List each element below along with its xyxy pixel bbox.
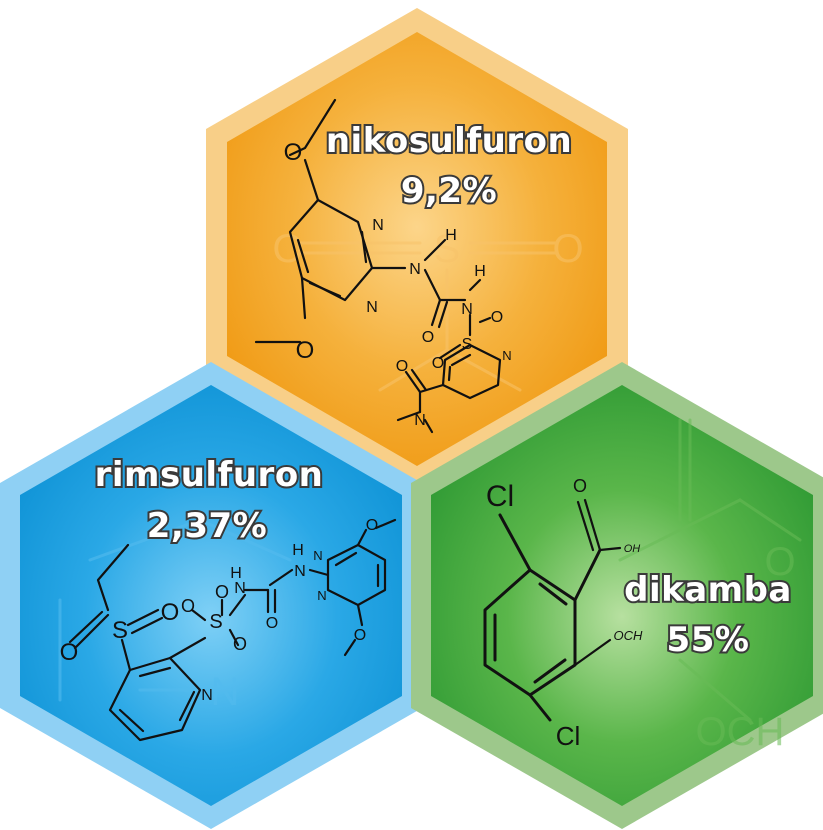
atom-h-niko-1: H: [445, 227, 457, 244]
label-dikamba-name: dikamba: [624, 570, 792, 610]
atom-n-niko-3: N: [409, 261, 421, 278]
atom-och3-dik: OCH: [614, 628, 644, 643]
molecule-nikosulfuron: O O N N N H H N O S O O N O N: [254, 98, 512, 434]
atom-o-rim-7: O: [366, 517, 378, 534]
atom-n-niko-2: N: [366, 299, 378, 316]
atom-s-rim-2: S: [209, 611, 222, 633]
atom-h-rim-1: H: [230, 565, 242, 582]
atom-n-rim-5: N: [317, 588, 326, 603]
atom-o-rim-1: O: [60, 639, 79, 666]
atom-o-rim-2: O: [161, 599, 180, 626]
atom-o-niko-4: O: [491, 309, 503, 326]
ghost-atom-o-right: O: [552, 227, 583, 271]
atom-o-niko-2: O: [296, 337, 315, 364]
molecule-rimsulfuron: O S O N O S O O H N O N H N N O O: [60, 517, 397, 742]
atom-n-rim-2: N: [234, 580, 246, 597]
atom-s-niko: S: [462, 336, 473, 353]
label-rimsulfuron-value: 2,37%: [147, 506, 267, 546]
ghost-structure-rimsulfuron: N: [58, 518, 292, 714]
label-nikosulfuron: nikosulfuron 9,2%: [324, 119, 574, 213]
ghost-atom-och-green: OCH: [696, 710, 785, 754]
ghost-structure-nikosulfuron: O S O: [272, 227, 584, 392]
atom-cl-dik-1: Cl: [486, 480, 514, 513]
label-nikosulfuron-value: 9,2%: [401, 171, 497, 211]
atom-h-rim-2: H: [292, 542, 304, 559]
atom-o-niko-3: O: [422, 329, 434, 346]
atom-s-rim-1: S: [112, 617, 128, 644]
label-dikamba-value: 55%: [667, 620, 750, 660]
atom-n-rim-3: N: [294, 563, 306, 580]
atom-n-rim-4: N: [313, 548, 322, 563]
hexagon-nikosulfuron-fill: [227, 32, 607, 466]
atom-n-niko-4: N: [461, 301, 473, 318]
atom-n-niko-1: N: [372, 217, 384, 234]
hexagon-dikamba-fill: [431, 385, 813, 806]
atom-o-rim-5: O: [233, 634, 247, 654]
atom-h-niko-2: H: [474, 263, 486, 280]
atom-o-rim-8: O: [354, 627, 366, 644]
label-nikosulfuron-name: nikosulfuron: [326, 121, 572, 161]
atom-o-rim-3: O: [181, 596, 195, 616]
atom-n-niko-5: N: [502, 348, 511, 363]
atom-n-niko-6: N: [414, 412, 426, 429]
hexagon-rimsulfuron: N: [0, 362, 422, 829]
atom-o-dik-1: O: [573, 476, 587, 496]
label-rimsulfuron-name: rimsulfuron: [95, 455, 324, 495]
ghost-atom-n-blue: N: [211, 670, 240, 714]
atom-oh-dik: OH: [624, 543, 641, 555]
ghost-structure-dikamba: O OCH: [618, 418, 802, 754]
atom-o-niko-5: O: [432, 355, 444, 372]
atom-cl-dik-2: Cl: [556, 721, 581, 751]
molecule-dikamba: Cl O OH OCH Cl: [483, 476, 644, 751]
ghost-atom-s: S: [434, 227, 461, 271]
atom-o-niko-6: O: [396, 358, 408, 375]
atom-o-rim-6: O: [266, 615, 278, 632]
label-dikamba: dikamba 55%: [622, 568, 793, 662]
ghost-atom-o-green: O: [764, 540, 795, 584]
hexagon-nikosulfuron: O S O: [206, 8, 628, 490]
atom-o-niko-1: O: [284, 139, 303, 166]
atom-n-rim-1: N: [201, 687, 213, 704]
label-rimsulfuron: rimsulfuron 2,37%: [93, 453, 325, 548]
hexagon-dikamba: O OCH: [411, 362, 823, 829]
atom-o-rim-4: O: [215, 582, 229, 602]
